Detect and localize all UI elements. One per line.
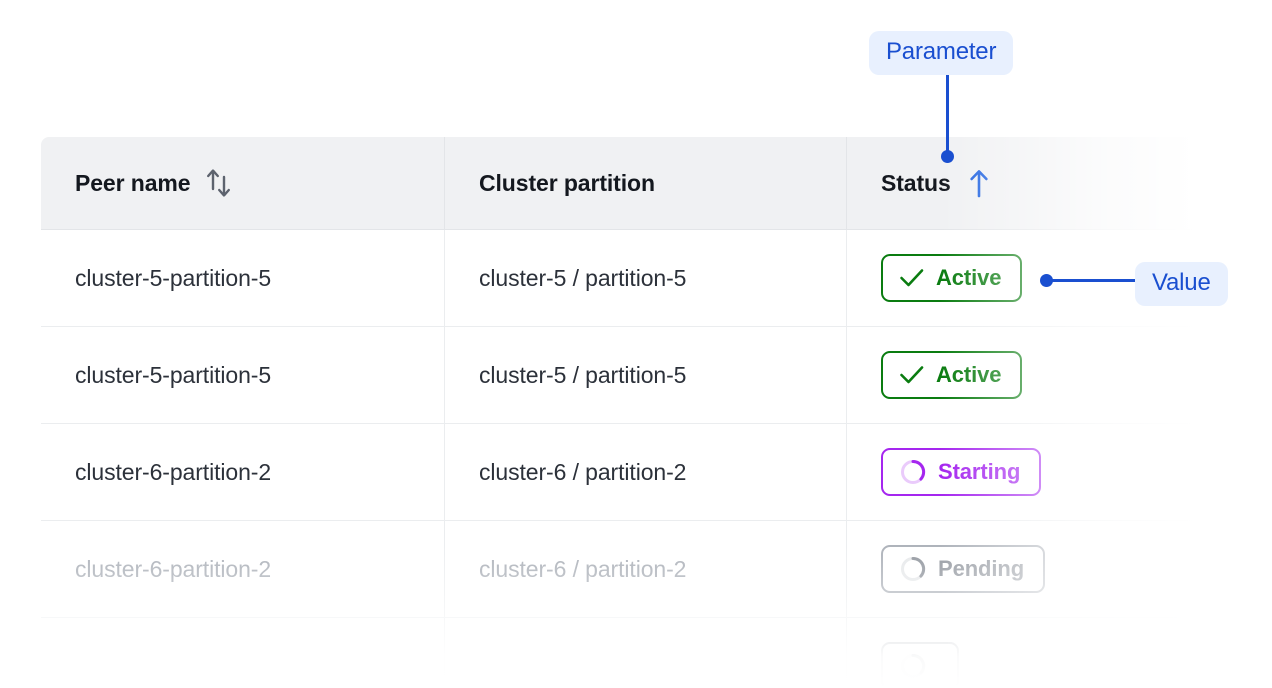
- spinner-icon: [899, 458, 927, 486]
- column-header-label: Cluster partition: [479, 169, 655, 196]
- cell-peer-name: cluster-6-partition-2: [41, 520, 445, 618]
- status-badge-active: Active: [881, 254, 1023, 302]
- check-icon: [899, 364, 925, 386]
- cell-status: [846, 617, 1197, 688]
- cell-status: Pending: [846, 520, 1197, 618]
- cell-peer-name: cluster-6-partition-2: [41, 423, 445, 521]
- table-body: cluster-5-partition-5 cluster-5 / partit…: [41, 229, 1197, 688]
- status-badge-active: Active: [881, 351, 1023, 399]
- status-badge-label: Active: [936, 265, 1002, 290]
- sort-up-icon[interactable]: [965, 167, 993, 199]
- sort-updown-icon[interactable]: [204, 166, 234, 200]
- annotation-dot-value: [1040, 274, 1053, 287]
- table-row[interactable]: cluster-5-partition-5 cluster-5 / partit…: [41, 229, 1197, 327]
- cell-cluster-partition: cluster-6 / partition-2: [444, 520, 847, 618]
- status-badge-label: Active: [936, 362, 1002, 387]
- table-header-row: Peer name Cluster pa: [41, 137, 1197, 230]
- annotation-chip-parameter: Parameter: [869, 31, 1014, 75]
- status-badge-pending: Pending: [881, 545, 1046, 593]
- table-header: Peer name Cluster pa: [41, 137, 1197, 230]
- table-row[interactable]: [41, 617, 1197, 688]
- spinner-icon: [899, 652, 927, 680]
- cell-cluster-partition: cluster-6 / partition-2: [444, 423, 847, 521]
- column-header-label: Status: [881, 169, 951, 196]
- cell-cluster-partition: cluster-5 / partition-5: [444, 229, 847, 327]
- column-header-status[interactable]: Status: [846, 137, 1197, 230]
- status-badge-label: Starting: [938, 459, 1021, 484]
- annotation-leader-line-value: [1050, 279, 1142, 282]
- column-header-peer-name[interactable]: Peer name: [41, 137, 445, 230]
- column-header-label: Peer name: [75, 169, 191, 196]
- peer-table-container: Peer name Cluster pa: [40, 136, 1197, 688]
- peer-table: Peer name Cluster pa: [40, 136, 1197, 688]
- status-badge-starting: Starting: [881, 448, 1042, 496]
- table-row[interactable]: cluster-6-partition-2 cluster-6 / partit…: [41, 423, 1197, 521]
- cell-cluster-partition: cluster-5 / partition-5: [444, 326, 847, 424]
- annotation-dot-parameter: [941, 150, 954, 163]
- table-row[interactable]: cluster-5-partition-5 cluster-5 / partit…: [41, 326, 1197, 424]
- cell-peer-name: [41, 617, 445, 688]
- column-header-cluster-partition[interactable]: Cluster partition: [444, 137, 847, 230]
- spinner-icon: [899, 555, 927, 583]
- table-row[interactable]: cluster-6-partition-2 cluster-6 / partit…: [41, 520, 1197, 618]
- status-badge-pending: [881, 642, 959, 688]
- cell-status: Active: [846, 326, 1197, 424]
- status-badge-label: Pending: [938, 556, 1025, 581]
- annotation-leader-line-parameter: [946, 72, 949, 157]
- cell-peer-name: cluster-5-partition-5: [41, 326, 445, 424]
- cell-status: Starting: [846, 423, 1197, 521]
- cell-cluster-partition: [444, 617, 847, 688]
- cell-peer-name: cluster-5-partition-5: [41, 229, 445, 327]
- check-icon: [899, 267, 925, 289]
- annotation-chip-value: Value: [1135, 262, 1228, 306]
